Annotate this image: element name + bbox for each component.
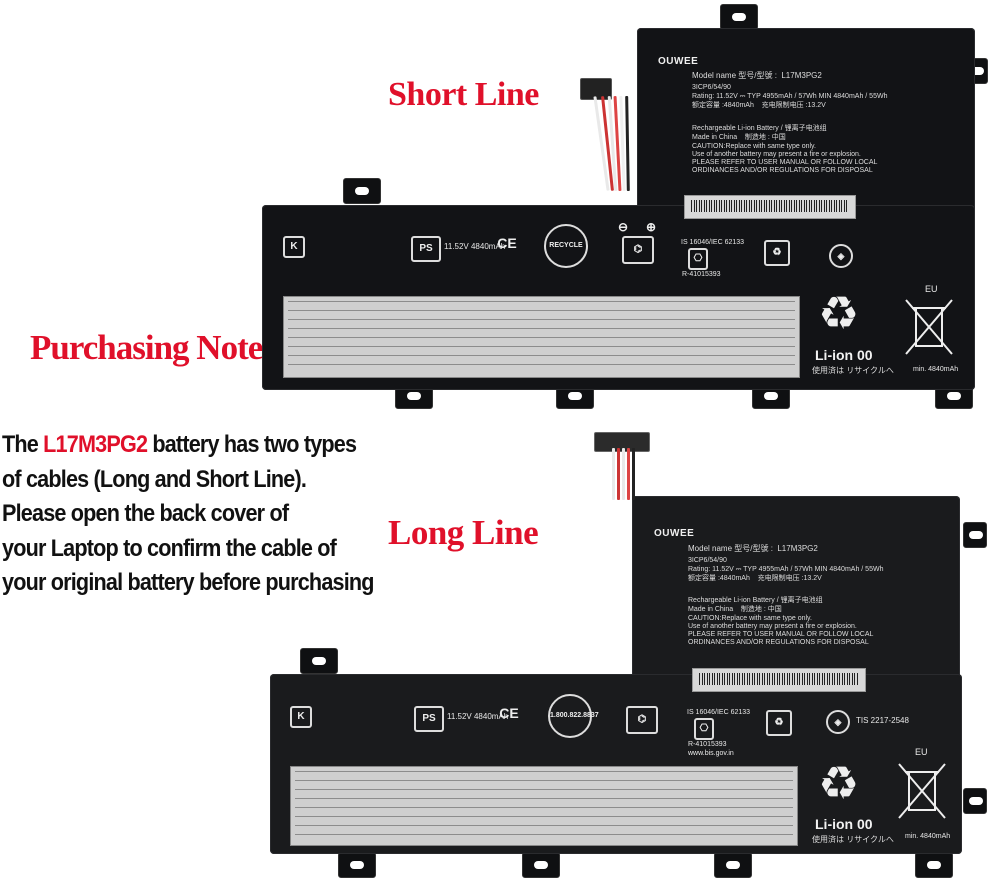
mount-tab bbox=[915, 852, 953, 878]
min-capacity: min. 4840mAh bbox=[905, 833, 951, 840]
china-recycle-icon: ♻ bbox=[766, 710, 792, 736]
mount-tab bbox=[343, 178, 381, 204]
short-line-title: Short Line bbox=[388, 76, 539, 113]
liion-recycle-note: 使用済は リサイクルへ bbox=[812, 835, 894, 844]
kc-mark-icon: K bbox=[283, 236, 305, 258]
battery-short-line-image: OUWEE Model name 型号/型號 : L17M3PG2 3ICP6/… bbox=[0, 0, 1000, 420]
pse-rating: 11.52V 4840mAh bbox=[444, 242, 506, 251]
rating: Rating: 11.52V ⎓ TYP 4955mAh / 57Wh MIN … bbox=[688, 566, 884, 573]
serial-barcode bbox=[684, 195, 856, 219]
recycle-seal-icon: RECYCLE bbox=[544, 224, 588, 268]
warning-text-box bbox=[283, 296, 800, 378]
mount-tab bbox=[522, 852, 560, 878]
recycle-icon: ♻ bbox=[818, 287, 860, 339]
caution-3: PLEASE REFER TO USER MANUAL OR FOLLOW LO… bbox=[692, 159, 878, 166]
eu-label: EU bbox=[915, 747, 928, 757]
cell-config: 3ICP6/54/90 bbox=[688, 557, 727, 564]
recycle-seal-icon: 1.800.822.8837 bbox=[548, 694, 599, 738]
caution-1: CAUTION:Replace with same type only. bbox=[692, 143, 816, 150]
long-line-title: Long Line bbox=[388, 513, 539, 552]
rated-capacity: 额定容量 :4840mAh 充电限制电压 :13.2V bbox=[688, 575, 822, 582]
caution-4: ORDINANCES AND/OR REGULATIONS FOR DISPOS… bbox=[692, 167, 873, 174]
made-in: Made in China 制造地 : 中国 bbox=[688, 606, 782, 613]
serial-barcode bbox=[692, 668, 866, 692]
crossed-bin-icon bbox=[905, 299, 953, 355]
eu-label: EU bbox=[925, 284, 938, 294]
caution-1: CAUTION:Replace with same type only. bbox=[688, 615, 812, 622]
note-line-3: Please open the back cover of bbox=[2, 500, 289, 527]
r-number: R-41015393 bbox=[682, 271, 721, 278]
safety-mark-icon: ⌬ bbox=[626, 706, 658, 734]
made-in: Made in China 制造地 : 中国 bbox=[692, 134, 786, 141]
min-capacity: min. 4840mAh bbox=[913, 366, 959, 373]
caution-2: Use of another battery may present a fir… bbox=[692, 151, 861, 158]
mount-tab bbox=[963, 788, 987, 814]
is-standard: IS 16046/IEC 62133 bbox=[687, 709, 751, 716]
pse-mark-icon: PS bbox=[411, 236, 441, 262]
crossed-bin-icon bbox=[898, 763, 946, 819]
model-number-highlight: L17M3PG2 bbox=[43, 431, 148, 458]
rated-capacity: 额定容量 :4840mAh 充电限制电压 :13.2V bbox=[692, 102, 826, 109]
rechargeable-note: Rechargeable Li-ion Battery / 锂离子电池组 bbox=[692, 125, 827, 132]
liion-mark: Li-ion 00 bbox=[815, 347, 873, 363]
liion-mark: Li-ion 00 bbox=[815, 816, 873, 832]
note-line-1: The L17M3PG2 battery has two types bbox=[2, 431, 357, 458]
purchasing-note-title: Purchasing Note: bbox=[30, 328, 274, 367]
bis-mark-icon: ⎔ bbox=[688, 248, 708, 270]
rating: Rating: 11.52V ⎓ TYP 4955mAh / 57Wh MIN … bbox=[692, 93, 888, 100]
recycle-icon: ♻ bbox=[818, 757, 860, 809]
battery-long-line-image: OUWEE Model name 型号/型號 : L17M3PG2 3ICP6/… bbox=[0, 420, 1000, 880]
brand-label: OUWEE bbox=[654, 528, 695, 539]
tis-mark-icon: ◈ bbox=[826, 710, 850, 734]
rechargeable-note: Rechargeable Li-ion Battery / 锂离子电池组 bbox=[688, 597, 823, 604]
note-line-4: your Laptop to confirm the cable of bbox=[2, 534, 337, 562]
kc-mark-icon: K bbox=[290, 706, 312, 728]
bis-url: www.bis.gov.in bbox=[688, 750, 734, 757]
plus-terminal-icon: ⊕ bbox=[646, 220, 657, 234]
minus-terminal-icon: ⊖ bbox=[618, 220, 629, 234]
mount-tab bbox=[338, 852, 376, 878]
caution-4: ORDINANCES AND/OR REGULATIONS FOR DISPOS… bbox=[688, 639, 869, 646]
purchasing-note-text: The L17M3PG2 battery has two types of ca… bbox=[2, 428, 374, 601]
is-standard: IS 16046/IEC 62133 bbox=[681, 239, 745, 246]
brand-label: OUWEE bbox=[658, 56, 699, 67]
model-name: Model name 型号/型號 : L17M3PG2 bbox=[688, 544, 818, 553]
mount-tab bbox=[300, 648, 338, 674]
pse-rating: 11.52V 4840mAh bbox=[447, 712, 509, 721]
ce-mark-icon: CE bbox=[499, 705, 519, 721]
tis-mark-icon: ◈ bbox=[829, 244, 853, 268]
caution-2: Use of another battery may present a fir… bbox=[688, 623, 857, 630]
mount-tab bbox=[714, 852, 752, 878]
tis-standard: TIS 2217-2548 bbox=[856, 716, 909, 725]
china-recycle-icon: ♻ bbox=[764, 240, 790, 266]
liion-recycle-note: 使用済は リサイクルへ bbox=[812, 366, 894, 375]
model-name: Model name 型号/型號 : L17M3PG2 bbox=[692, 71, 822, 80]
safety-mark-icon: ⌬ bbox=[622, 236, 654, 264]
note-line-2: of cables (Long and Short Line). bbox=[2, 465, 307, 493]
ce-mark-icon: CE bbox=[497, 235, 517, 251]
note-line-5: your original battery before purchasing bbox=[2, 569, 374, 596]
cell-config: 3ICP6/54/90 bbox=[692, 84, 731, 91]
mount-tab bbox=[963, 522, 987, 548]
warning-text-box bbox=[290, 766, 798, 846]
bis-mark-icon: ⎔ bbox=[694, 718, 714, 740]
caution-3: PLEASE REFER TO USER MANUAL OR FOLLOW LO… bbox=[688, 631, 874, 638]
mount-tab bbox=[720, 4, 758, 30]
r-number: R-41015393 bbox=[688, 741, 727, 748]
pse-mark-icon: PS bbox=[414, 706, 444, 732]
